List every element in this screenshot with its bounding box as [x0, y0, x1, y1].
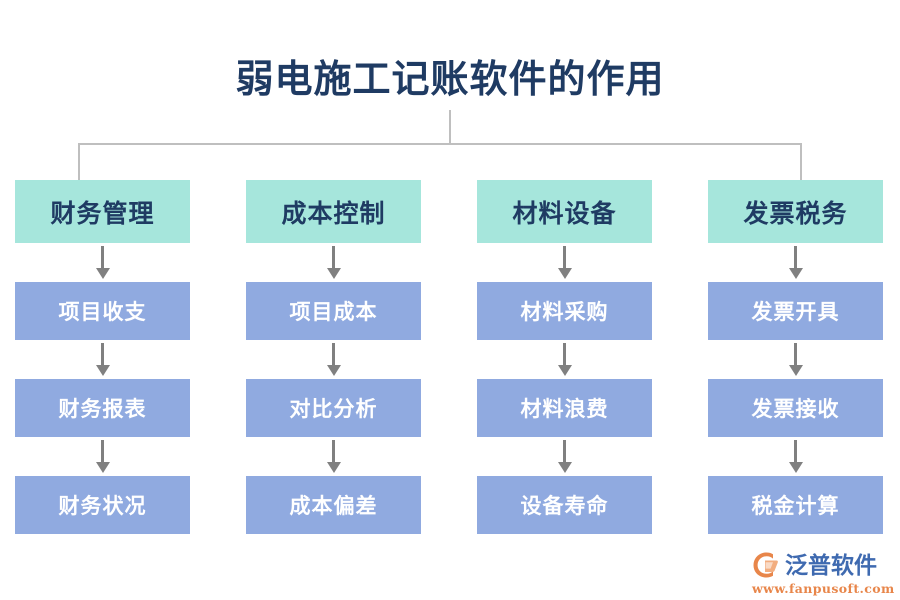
page-title: 弱电施工记账软件的作用 [235, 56, 665, 101]
column-1-step-2[interactable]: 财务报表 [15, 379, 190, 437]
arrow-shaft [794, 343, 797, 367]
arrow-shaft [563, 246, 566, 270]
arrow-c1-header-to-step1 [15, 243, 190, 282]
diagram-column-1: 财务管理 项目收支 财务报表 财务状况 [15, 180, 190, 534]
fanpu-swoosh-icon [752, 551, 782, 579]
arrow-c1-step1-to-step2 [15, 340, 190, 379]
arrow-c2-header-to-step1 [246, 243, 421, 282]
arrow-c2-step1-to-step2 [246, 340, 421, 379]
column-2-step-3[interactable]: 成本偏差 [246, 476, 421, 534]
arrow-c2-step2-to-step3 [246, 437, 421, 476]
arrow-head [557, 268, 572, 279]
diagram-column-2: 成本控制 项目成本 对比分析 成本偏差 [246, 180, 421, 534]
column-header-1[interactable]: 财务管理 [15, 180, 190, 243]
arrow-head [95, 365, 110, 376]
column-1-step-1[interactable]: 项目收支 [15, 282, 190, 340]
arrow-head [788, 462, 803, 473]
column-2-step-2[interactable]: 对比分析 [246, 379, 421, 437]
column-4-step-2[interactable]: 发票接收 [708, 379, 883, 437]
arrow-shaft [101, 440, 104, 464]
arrow-head [326, 462, 341, 473]
arrow-c1-step2-to-step3 [15, 437, 190, 476]
arrow-shaft [794, 246, 797, 270]
arrow-c3-header-to-step1 [477, 243, 652, 282]
logo-row: 泛普软件 [752, 550, 892, 580]
arrow-shaft [563, 343, 566, 367]
connector-title-stem [449, 110, 451, 144]
column-2-step-1[interactable]: 项目成本 [246, 282, 421, 340]
arrow-head [788, 268, 803, 279]
column-header-2[interactable]: 成本控制 [246, 180, 421, 243]
logo-company-name: 泛普软件 [785, 551, 877, 579]
arrow-head [326, 365, 341, 376]
arrow-shaft [563, 440, 566, 464]
arrow-head [326, 268, 341, 279]
arrow-c4-step2-to-step3 [708, 437, 883, 476]
arrow-shaft [332, 343, 335, 367]
arrow-head [557, 365, 572, 376]
arrow-c3-step1-to-step2 [477, 340, 652, 379]
column-3-step-3[interactable]: 设备寿命 [477, 476, 652, 534]
column-4-step-3[interactable]: 税金计算 [708, 476, 883, 534]
diagram-column-3: 材料设备 材料采购 材料浪费 设备寿命 [477, 180, 652, 534]
arrow-head [95, 268, 110, 279]
arrow-shaft [794, 440, 797, 464]
arrow-shaft [101, 343, 104, 367]
column-header-4[interactable]: 发票税务 [708, 180, 883, 243]
arrow-head [95, 462, 110, 473]
watermark-logo: 泛普软件 www.fanpusoft.com [752, 550, 895, 596]
column-3-step-1[interactable]: 材料采购 [477, 282, 652, 340]
column-1-step-3[interactable]: 财务状况 [15, 476, 190, 534]
arrow-c4-header-to-step1 [708, 243, 883, 282]
arrow-c3-step2-to-step3 [477, 437, 652, 476]
arrow-head [788, 365, 803, 376]
connector-drop-left [78, 143, 80, 180]
connector-bracket-bar [78, 143, 802, 145]
column-3-step-2[interactable]: 材料浪费 [477, 379, 652, 437]
column-4-step-1[interactable]: 发票开具 [708, 282, 883, 340]
arrow-shaft [332, 440, 335, 464]
diagram-column-4: 发票税务 发票开具 发票接收 税金计算 [708, 180, 883, 534]
arrow-shaft [101, 246, 104, 270]
connector-drop-right [800, 143, 802, 180]
arrow-head [557, 462, 572, 473]
column-header-3[interactable]: 材料设备 [477, 180, 652, 243]
arrow-shaft [332, 246, 335, 270]
logo-website-url: www.fanpusoft.com [752, 581, 895, 596]
arrow-c4-step1-to-step2 [708, 340, 883, 379]
